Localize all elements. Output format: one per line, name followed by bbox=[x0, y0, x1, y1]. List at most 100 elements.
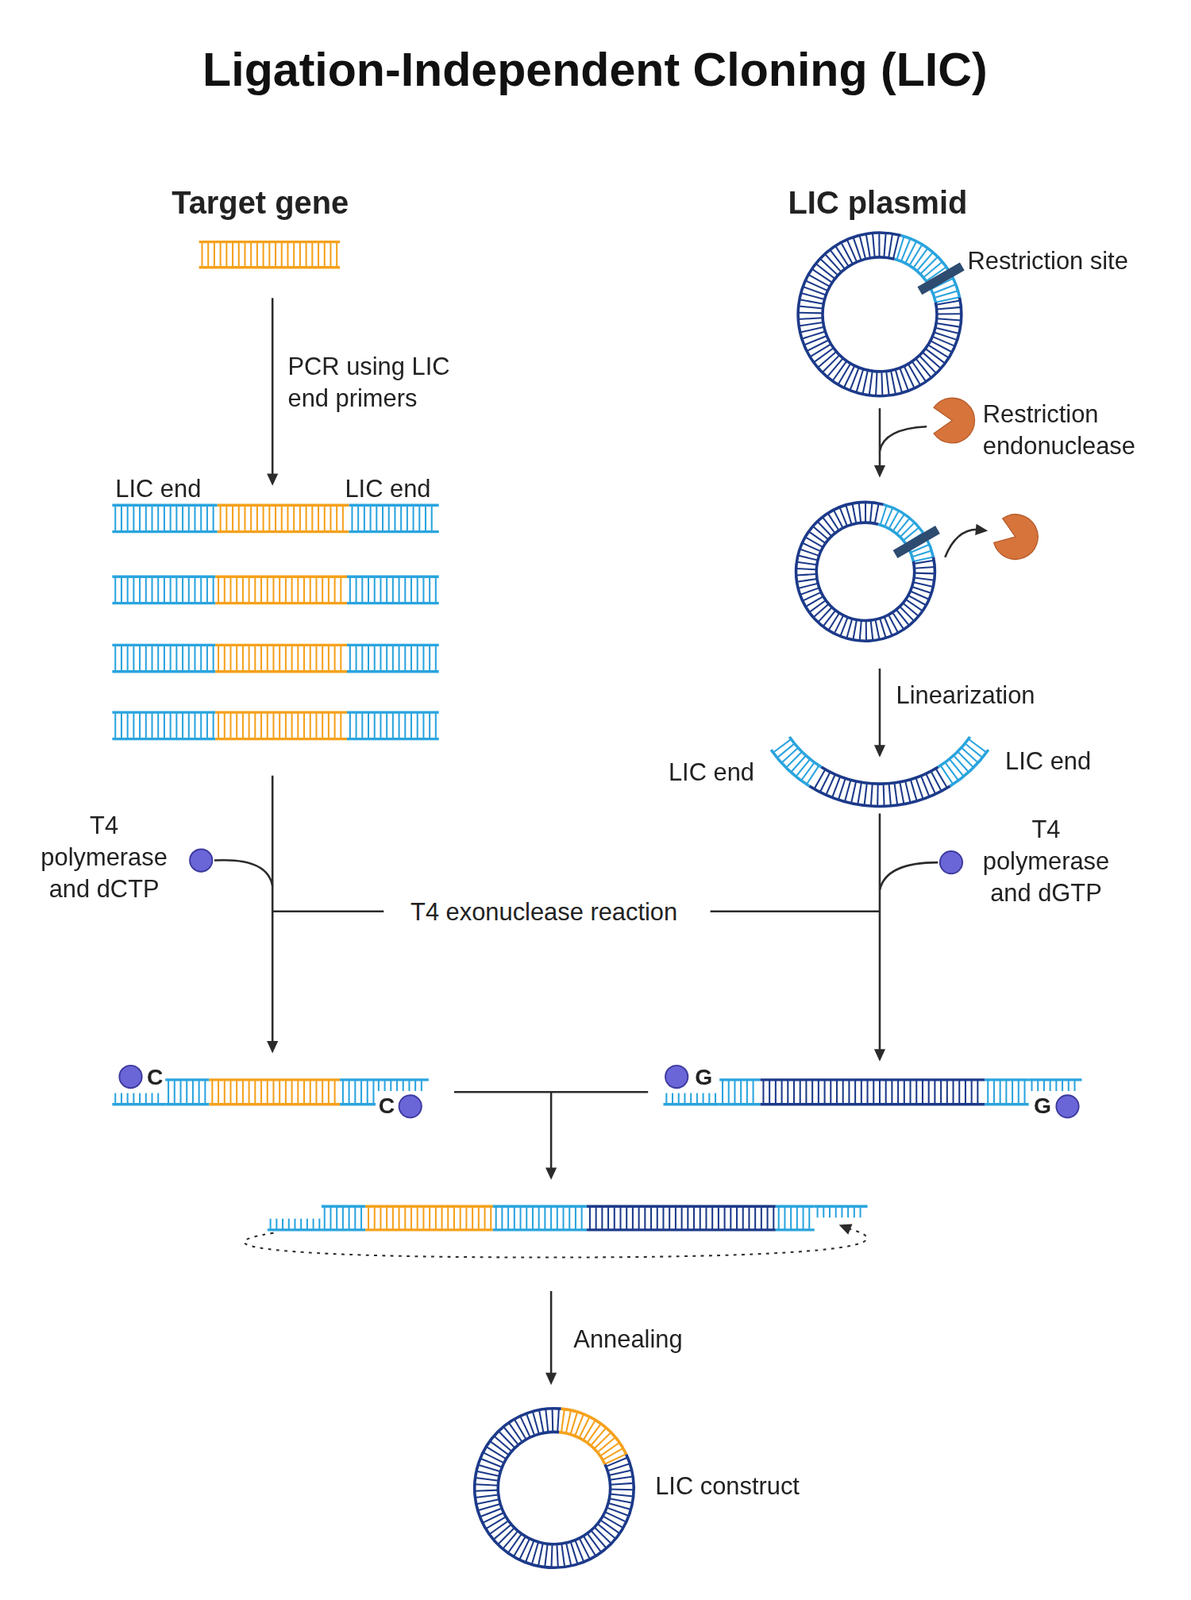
base-pair bbox=[398, 576, 401, 603]
base-pair bbox=[958, 1079, 960, 1105]
base-pair bbox=[193, 644, 196, 671]
base-pair bbox=[157, 576, 159, 603]
base-pair bbox=[163, 712, 166, 739]
base-pair bbox=[200, 242, 203, 268]
base-pair bbox=[157, 1093, 159, 1105]
base-pair bbox=[212, 644, 215, 671]
dna-strand bbox=[586, 1228, 776, 1231]
base-pair bbox=[396, 1079, 398, 1091]
base-pair bbox=[556, 1544, 558, 1569]
dna-strand bbox=[215, 601, 347, 605]
base-pair bbox=[229, 712, 232, 739]
base-pair bbox=[217, 576, 220, 603]
base-pair bbox=[188, 644, 190, 671]
dna-strand bbox=[199, 265, 340, 269]
base-pair bbox=[412, 504, 415, 532]
base-pair bbox=[815, 263, 835, 279]
base-pair bbox=[428, 1206, 431, 1230]
base-pair bbox=[754, 1206, 756, 1230]
base-pair bbox=[120, 1093, 123, 1105]
restriction-site-mark bbox=[893, 525, 941, 559]
base-pair bbox=[193, 576, 196, 603]
base-pair bbox=[736, 1206, 738, 1230]
base-pair bbox=[262, 242, 265, 268]
base-pair bbox=[495, 1206, 498, 1230]
base-pair bbox=[193, 712, 196, 739]
arrow-line bbox=[271, 297, 274, 478]
base-pair bbox=[747, 1206, 750, 1230]
arrow-head bbox=[545, 1167, 557, 1180]
base-pair bbox=[894, 782, 898, 806]
base-pair bbox=[681, 1206, 683, 1230]
arrow-head bbox=[874, 744, 886, 757]
base-pair bbox=[665, 1093, 667, 1105]
arrow-head bbox=[874, 1048, 886, 1061]
base-pair bbox=[600, 1519, 620, 1534]
base-pair bbox=[169, 712, 172, 739]
base-pair bbox=[905, 780, 911, 803]
base-pair bbox=[335, 504, 338, 532]
base-pair bbox=[243, 242, 246, 268]
base-pair bbox=[817, 1206, 819, 1218]
polymerase-bead bbox=[119, 1065, 142, 1088]
dna-strand bbox=[797, 232, 962, 397]
base-pair bbox=[292, 504, 295, 532]
base-pair bbox=[350, 504, 353, 532]
base-pair bbox=[838, 778, 846, 800]
base-pair bbox=[760, 1206, 763, 1230]
dna-strand bbox=[215, 711, 347, 714]
base-pair bbox=[300, 1218, 302, 1230]
base-pair bbox=[363, 504, 366, 532]
base-pair bbox=[583, 1419, 596, 1440]
base-pair bbox=[608, 1498, 633, 1504]
base-pair bbox=[497, 1527, 515, 1545]
base-pair bbox=[120, 504, 123, 532]
base-pair bbox=[489, 1520, 509, 1535]
base-pair bbox=[902, 602, 919, 617]
branch-line bbox=[879, 862, 938, 891]
base-pair bbox=[428, 644, 431, 671]
base-pair bbox=[274, 242, 277, 268]
base-pair bbox=[296, 712, 299, 739]
base-pair bbox=[200, 504, 202, 532]
base-pair bbox=[373, 644, 376, 671]
base-pair bbox=[286, 242, 289, 268]
dna-strand bbox=[215, 643, 347, 647]
base-pair bbox=[312, 1218, 315, 1230]
base-pair bbox=[914, 572, 936, 575]
base-pair bbox=[321, 644, 324, 671]
base-pair bbox=[485, 1516, 506, 1529]
base-pair bbox=[372, 1079, 374, 1105]
base-pair bbox=[605, 1511, 627, 1523]
arrow-line bbox=[878, 408, 882, 470]
base-pair bbox=[813, 604, 829, 618]
base-pair bbox=[936, 318, 962, 320]
base-pair bbox=[590, 1427, 606, 1446]
base-pair bbox=[211, 1079, 213, 1105]
base-pair bbox=[217, 644, 220, 671]
base-pair bbox=[414, 1079, 417, 1091]
base-pair bbox=[422, 1206, 424, 1230]
base-pair bbox=[762, 1079, 764, 1105]
base-pair bbox=[884, 616, 893, 636]
base-pair bbox=[589, 1206, 591, 1230]
base-pair bbox=[150, 576, 153, 603]
base-pair bbox=[1061, 1079, 1064, 1091]
base-pair bbox=[291, 576, 293, 603]
base-pair bbox=[266, 1079, 269, 1105]
base-pair bbox=[354, 1206, 356, 1230]
part-label: LIC end bbox=[115, 472, 201, 505]
dna-strand bbox=[346, 643, 440, 647]
base-pair bbox=[532, 1411, 540, 1434]
base-pair bbox=[802, 1206, 805, 1230]
base-pair bbox=[342, 504, 344, 532]
base-pair bbox=[217, 712, 220, 739]
base-pair bbox=[375, 504, 378, 532]
base-pair bbox=[865, 620, 868, 641]
base-pair bbox=[919, 355, 937, 374]
base-pair bbox=[674, 1206, 677, 1230]
base-pair bbox=[272, 644, 274, 671]
base-pair bbox=[476, 1471, 500, 1477]
base-pair bbox=[114, 644, 116, 671]
base-pair bbox=[812, 269, 833, 283]
